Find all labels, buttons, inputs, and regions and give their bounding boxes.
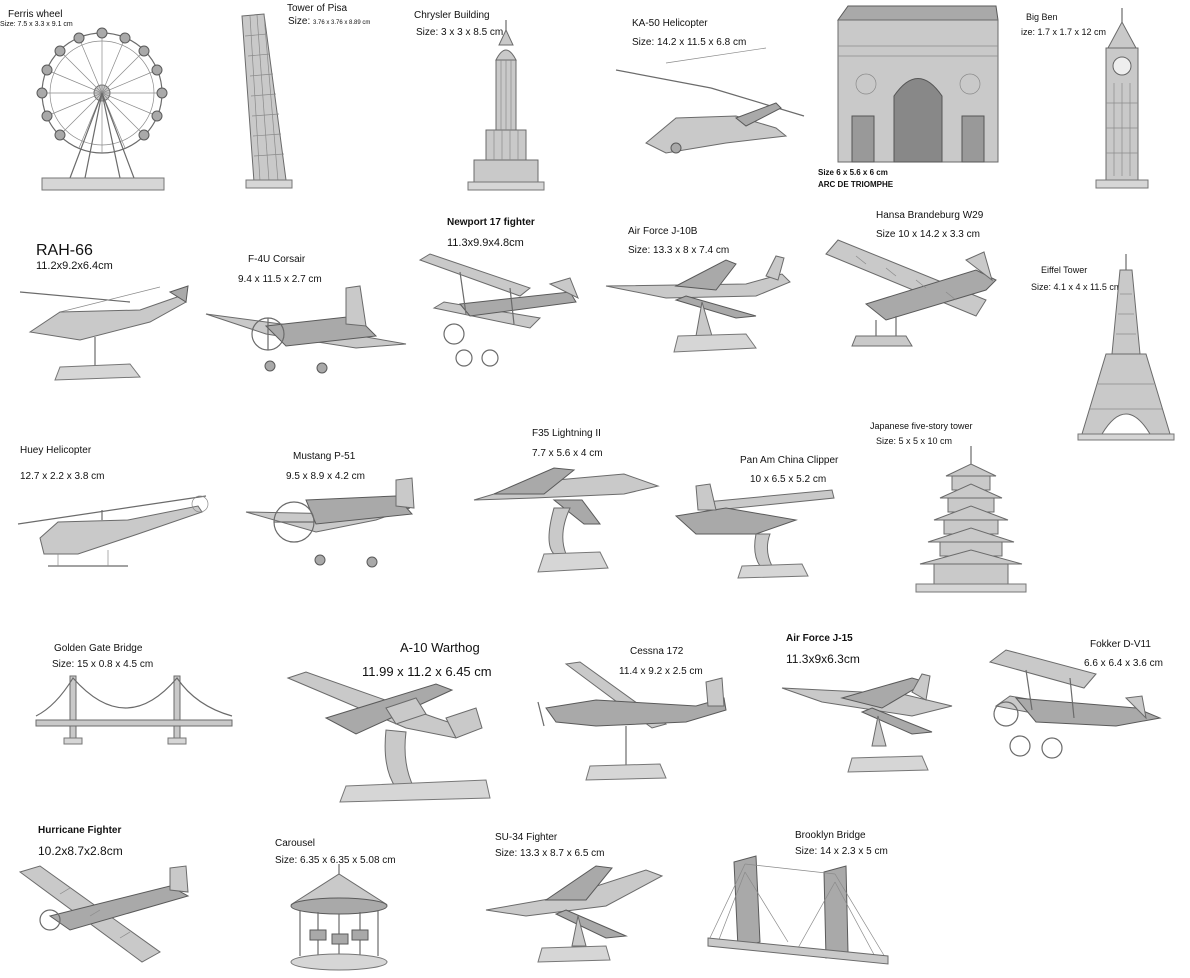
ferris-wheel-model-icon [36, 27, 168, 191]
chrysler-building-model-icon [467, 20, 545, 191]
five-story-pagoda-model-icon [915, 446, 1027, 593]
j10b-jet-model-icon [605, 255, 791, 353]
product-name: Ferris wheel [8, 9, 63, 20]
product-size: Size: 7.5 x 3.3 x 9.1 cm [0, 21, 73, 28]
a10-warthog-model-icon [286, 671, 491, 803]
hansa-brandenburg-model-icon [825, 239, 997, 347]
product-name: Brooklyn Bridge [795, 830, 866, 841]
product-size: Size: 14 x 2.3 x 5 cm [795, 846, 888, 857]
product-name: SU-34 Fighter [495, 832, 558, 843]
product-size: Size: 14.2 x 11.5 x 6.8 cm [632, 37, 747, 48]
product-size: 6.6 x 6.4 x 3.6 cm [1084, 658, 1163, 669]
product-name: Fokker D-V11 [1090, 639, 1151, 650]
product-name: KA-50 Helicopter [632, 18, 708, 29]
product-name: Newport 17 fighter [447, 217, 535, 228]
product-size: Size: 3.76 x 3.76 x 8.89 cm [288, 16, 370, 28]
product-size: Size: 6.35 x 6.35 x 5.08 cm [275, 855, 396, 866]
brooklyn-bridge-model-icon [707, 855, 889, 965]
product-size: 7.7 x 5.6 x 4 cm [532, 448, 603, 459]
product-size: Size 6 x 5.6 x 6 cm [818, 168, 888, 177]
product-name: Hurricane Fighter [38, 825, 122, 836]
product-name: RAH-66 [36, 242, 93, 259]
golden-gate-bridge-model-icon [35, 675, 233, 745]
product-name: Eiffel Tower [1041, 265, 1088, 275]
product-name: Chrysler Building [414, 10, 490, 21]
hurricane-fighter-model-icon [18, 865, 190, 963]
product-size: Size: 15 x 0.8 x 4.5 cm [52, 659, 154, 670]
product-name: Tower of Pisa [287, 3, 348, 14]
tower-of-pisa-model-icon [241, 13, 293, 189]
product-name: F-4U Corsair [248, 254, 306, 265]
cessna-172-model-icon [537, 661, 727, 781]
j15-jet-model-icon [781, 673, 953, 773]
big-ben-model-icon [1095, 8, 1149, 189]
product-name: F35 Lightning II [532, 428, 601, 439]
arc-de-triomphe-model-icon [837, 5, 999, 163]
su34-fighter-model-icon [485, 865, 664, 963]
product-name: Air Force J-15 [786, 633, 853, 644]
product-size: 11.3x9x6.3cm [786, 652, 860, 666]
product-size: Size: 13.3 x 8.7 x 6.5 cm [495, 848, 605, 859]
f4u-corsair-model-icon [205, 285, 407, 374]
product-name: ARC DE TRIOMPHE [818, 180, 894, 189]
eiffel-tower-model-icon [1077, 254, 1175, 441]
product-size: Size: 3 x 3 x 8.5 cm [416, 27, 504, 38]
product-size: 9.5 x 8.9 x 4.2 cm [286, 471, 365, 482]
product-name: A-10 Warthog [400, 640, 480, 655]
product-size: ize: 1.7 x 1.7 x 12 cm [1021, 27, 1107, 37]
product-size: 10 x 6.5 x 5.2 cm [750, 474, 827, 485]
product-name: Golden Gate Bridge [54, 643, 143, 654]
ka50-helicopter-model-icon [615, 47, 805, 154]
product-size-prefix: Size: [288, 16, 314, 27]
product-name: Cessna 172 [630, 646, 684, 657]
product-size: Size: 13.3 x 8 x 7.4 cm [628, 245, 730, 256]
carousel-model-icon [290, 864, 388, 971]
product-size: 10.2x8.7x2.8cm [38, 844, 123, 858]
product-name: Mustang P-51 [293, 451, 356, 462]
product-size: 9.4 x 11.5 x 2.7 cm [238, 274, 322, 285]
product-size: 11.3x9.9x4.8cm [447, 237, 524, 249]
product-name: Air Force J-10B [628, 226, 698, 237]
fokker-biplane-model-icon [988, 649, 1162, 759]
product-size: Size: 5 x 5 x 10 cm [876, 436, 953, 446]
product-name: Carousel [275, 838, 316, 849]
product-size-value: 3.76 x 3.76 x 8.89 cm [313, 20, 371, 26]
mustang-p51-model-icon [245, 477, 415, 568]
huey-helicopter-model-icon [17, 495, 209, 567]
f35-lightning-model-icon [473, 467, 660, 573]
product-size: Size 10 x 14.2 x 3.3 cm [876, 229, 980, 240]
product-name: Huey Helicopter [20, 445, 92, 456]
product-name: Pan Am China Clipper [740, 455, 839, 466]
product-size: 11.2x9.2x6.4cm [36, 260, 113, 272]
product-name: Hansa Brandeburg W29 [876, 210, 984, 221]
product-size: 11.99 x 11.2 x 6.45 cm [362, 664, 492, 679]
product-size: 11.4 x 9.2 x 2.5 cm [619, 666, 703, 677]
product-size: 12.7 x 2.2 x 3.8 cm [20, 471, 105, 482]
product-size: Size: 4.1 x 4 x 11.5 cm [1031, 282, 1122, 292]
newport-17-fighter-model-icon [418, 253, 579, 367]
product-name: Big Ben [1026, 12, 1058, 22]
rah66-helicopter-model-icon [19, 285, 189, 381]
pan-am-clipper-model-icon [674, 483, 835, 579]
product-name: Japanese five-story tower [870, 421, 973, 431]
